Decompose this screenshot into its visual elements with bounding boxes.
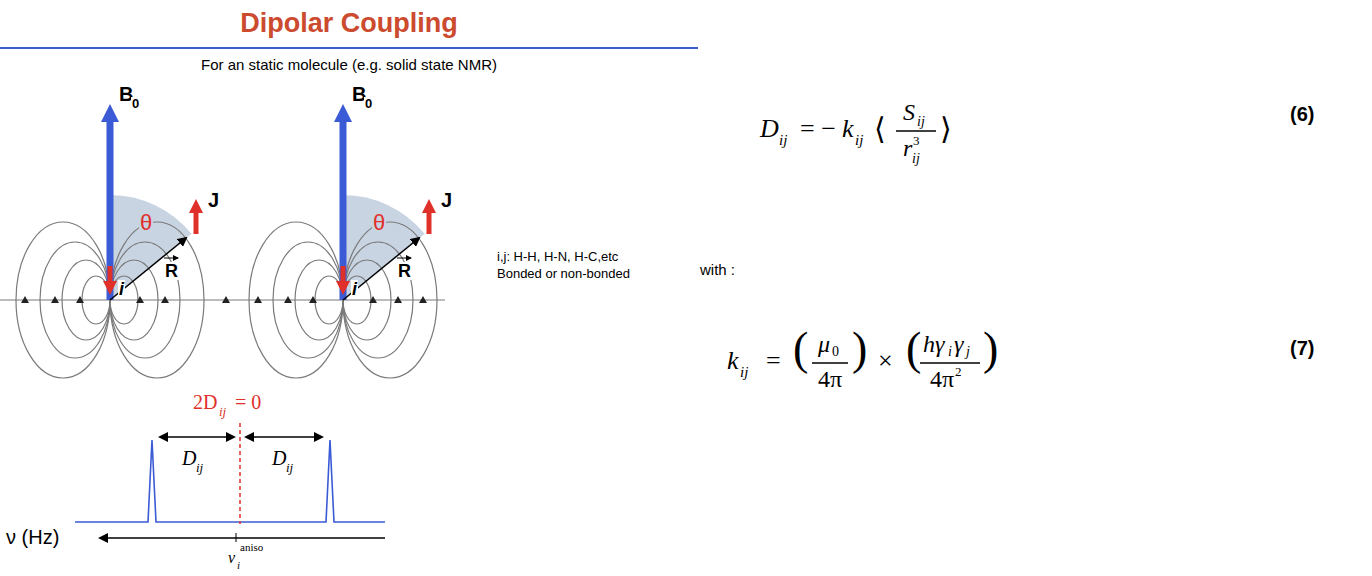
- spin-symbol: J: [207, 190, 220, 210]
- equation-symbol: S: [903, 100, 915, 124]
- equation-bracket: (: [906, 326, 921, 372]
- field-arrowhead: [394, 296, 402, 303]
- equation-symbol: hγ: [923, 332, 944, 356]
- field-arrowhead: [309, 296, 317, 303]
- spin-symbol: J: [440, 190, 453, 210]
- fraction-bar: [920, 362, 980, 363]
- subscript: 0: [364, 97, 373, 110]
- spectrum-label: 2D: [193, 392, 217, 412]
- equation-symbol: k: [842, 116, 854, 142]
- superscript: 2: [955, 365, 962, 378]
- equation-bracket: ⟩: [940, 114, 952, 144]
- field-arrowhead: [222, 296, 230, 303]
- spin-symbol: i: [118, 280, 125, 298]
- note: Bonded or non-bonded: [497, 267, 630, 280]
- equation-bracket: ): [852, 326, 867, 372]
- subscript: ij: [286, 461, 293, 474]
- center-line: [239, 423, 241, 524]
- equation-symbol: μ: [818, 332, 830, 356]
- subscript: ij: [740, 365, 748, 380]
- field-arrowhead: [369, 296, 377, 303]
- field-arrowhead: [419, 296, 427, 303]
- field-arrowhead: [136, 296, 144, 303]
- field-line: [0, 299, 445, 300]
- equation-operator: =: [766, 348, 781, 374]
- field-arrowhead: [21, 296, 29, 303]
- axis-tick: [236, 533, 237, 542]
- equation-operator: ×: [878, 348, 893, 374]
- equation-symbol: 4π: [818, 367, 842, 391]
- equation-bracket: (: [793, 326, 808, 372]
- title-rule: [0, 47, 698, 49]
- subscript: ij: [219, 405, 226, 418]
- fraction-bar: [812, 362, 848, 363]
- slide-title: Dipolar Coupling: [0, 10, 698, 37]
- subtitle: For an static molecule (e.g. solid state…: [0, 57, 698, 72]
- field-arrowhead: [284, 296, 292, 303]
- subscript: ij: [779, 133, 787, 148]
- equation-number: (6): [1290, 104, 1314, 124]
- equation-operator: = −: [800, 116, 836, 142]
- splitting-arrow: [160, 436, 234, 437]
- note: i,j: H-H, H-N, H-C,etc: [497, 250, 618, 263]
- subscript: ij: [917, 115, 925, 129]
- spectrum-label: D: [182, 448, 196, 468]
- equation-number: (7): [1290, 338, 1314, 358]
- splitting-arrow: [246, 436, 322, 437]
- subscript: 0: [832, 345, 839, 359]
- subscript: j: [966, 345, 970, 359]
- spectrum-label: D: [272, 448, 286, 468]
- subscript: ij: [912, 152, 920, 166]
- field-arrowheads: [21, 296, 427, 303]
- superscript: 3: [913, 134, 920, 147]
- frequency-axis: [100, 537, 385, 538]
- axis-label: ν (Hz): [6, 527, 59, 547]
- equation-symbol: 4π: [930, 367, 954, 391]
- fraction-bar: [896, 130, 936, 131]
- equation-symbol: γ: [954, 332, 963, 356]
- field-arrowhead: [161, 296, 169, 303]
- angle-symbol: θ: [139, 212, 153, 234]
- equation-symbol: D: [760, 116, 779, 142]
- spin-symbol: i: [351, 280, 358, 298]
- field-arrowhead: [254, 296, 262, 303]
- spectrum-trace: [75, 440, 385, 522]
- equation-symbol: r: [903, 136, 912, 160]
- note: with :: [700, 262, 735, 277]
- subscript: ij: [855, 133, 863, 148]
- superscript: aniso: [240, 542, 263, 553]
- subscript: i: [948, 345, 952, 359]
- equation-bracket: ⟨: [874, 114, 886, 144]
- vector-symbol: R: [397, 262, 412, 280]
- vector-symbol: R: [164, 262, 179, 280]
- equation-bracket: ): [983, 326, 998, 372]
- subscript: ij: [196, 461, 203, 474]
- equation-symbol: k: [727, 348, 739, 374]
- field-arrowhead: [51, 296, 59, 303]
- subscript: i: [237, 560, 240, 571]
- spectrum-label: = 0: [235, 392, 261, 412]
- angle-symbol: θ: [372, 212, 386, 234]
- dipole-figure: [249, 118, 437, 378]
- subscript: 0: [131, 97, 140, 110]
- axis-tick-label: ν: [228, 550, 235, 566]
- dipole-figure: [16, 118, 204, 378]
- field-arrowhead: [76, 296, 84, 303]
